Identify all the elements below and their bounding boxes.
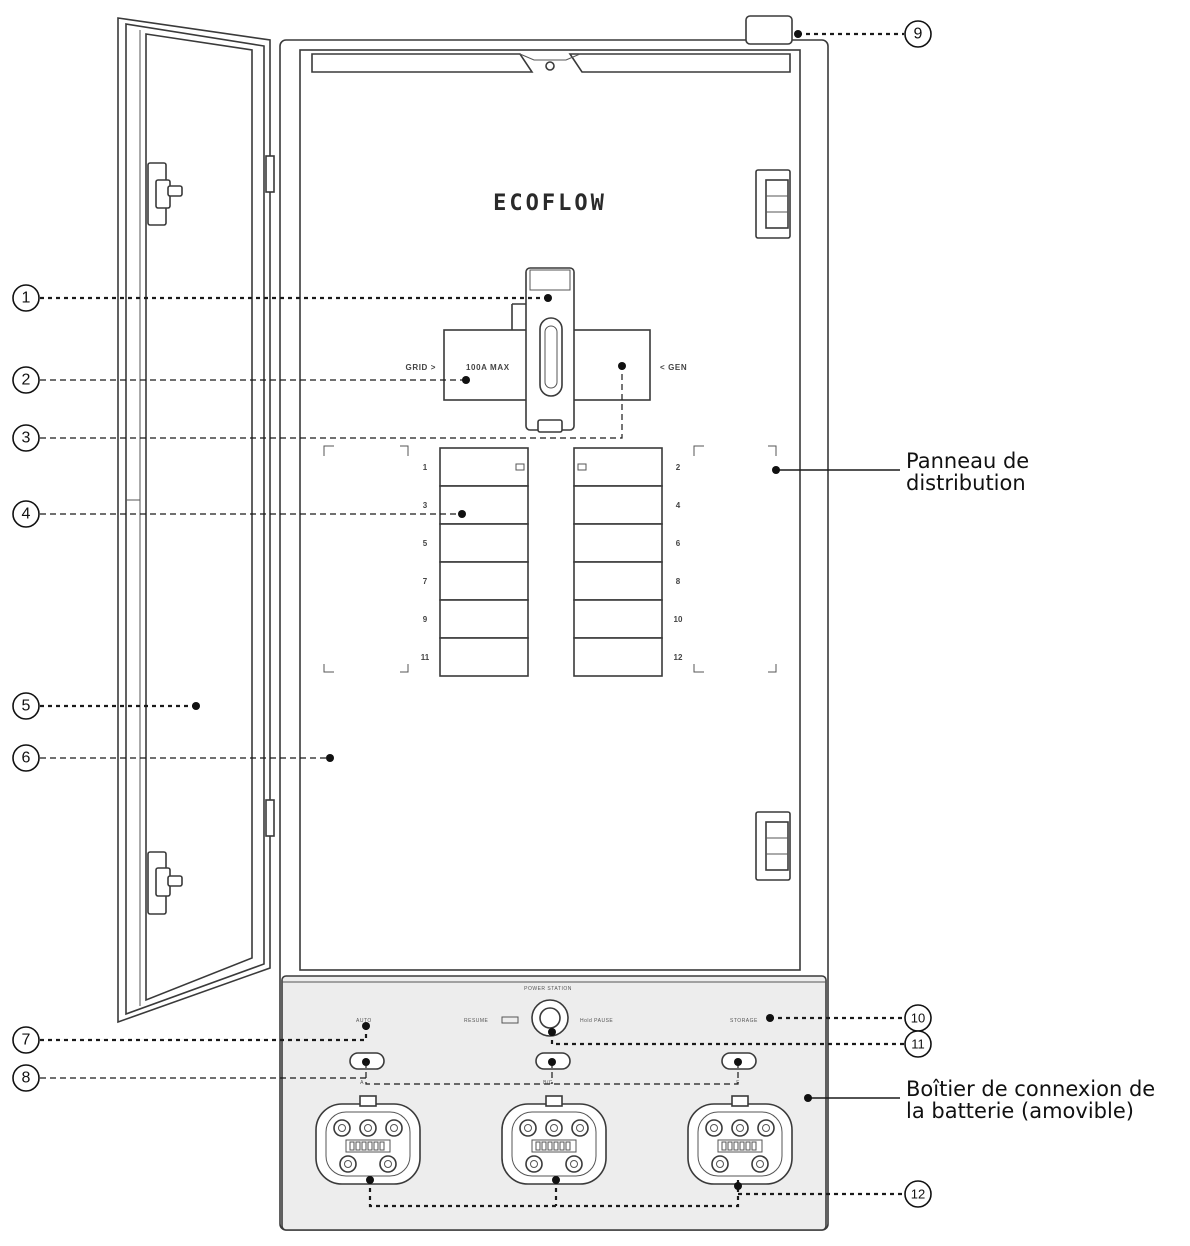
- distribution-panel-label-line1: Panneau de: [906, 449, 1029, 473]
- transfer-switch: GRID > 100A MAX < GEN: [406, 267, 687, 433]
- battery-connector-1[interactable]: [315, 1095, 421, 1185]
- door-latch-top: [147, 162, 183, 226]
- breaker-slot-9[interactable]: [439, 599, 529, 639]
- door-hinge-bottom: [265, 799, 275, 837]
- breaker-number-2: 2: [676, 463, 681, 472]
- callout-12: 12: [904, 1180, 932, 1208]
- distribution-panel-label-line2: distribution: [906, 471, 1026, 495]
- breaker-slot-7[interactable]: [439, 561, 529, 601]
- battery-box-label-line2: la batterie (amovible): [906, 1099, 1134, 1123]
- battery-connectors: [315, 1095, 793, 1185]
- breaker-number-11: 11: [421, 653, 430, 662]
- breaker-number-9: 9: [423, 615, 428, 624]
- door-hinge-top: [265, 155, 275, 193]
- battery-connector-3[interactable]: [687, 1095, 793, 1185]
- callout-1: 1: [12, 284, 40, 312]
- battery-connector-2[interactable]: [501, 1095, 607, 1185]
- svg-text:4: 4: [22, 506, 31, 523]
- breaker-number-12: 12: [674, 653, 683, 662]
- breaker-slot-5[interactable]: [439, 523, 529, 563]
- callout-6: 6: [12, 744, 40, 772]
- callout-2: 2: [12, 366, 40, 394]
- svg-text:8: 8: [22, 1070, 31, 1087]
- callout-7: 7: [12, 1026, 40, 1054]
- breaker-slot-12[interactable]: [573, 637, 663, 677]
- breaker-slot-8[interactable]: [573, 561, 663, 601]
- top-cap: [745, 15, 793, 45]
- breaker-number-8: 8: [676, 577, 681, 586]
- callout-4: 4: [12, 500, 40, 528]
- breaker-slot-2[interactable]: [573, 447, 663, 487]
- open-door: [117, 17, 275, 1024]
- breaker-slot-4[interactable]: [573, 485, 663, 525]
- battery-box-label-line1: Boîtier de connexion de: [906, 1077, 1155, 1101]
- breaker-number-5: 5: [423, 539, 428, 548]
- svg-text:11: 11: [911, 1037, 925, 1052]
- power-station-label: POWER STATION: [524, 986, 572, 992]
- port-label-a: A: [360, 1080, 364, 1086]
- breaker-number-1: 1: [423, 463, 428, 472]
- port-label-bc: B/C: [543, 1080, 553, 1086]
- hold-pause-label: Hold PAUSE: [580, 1018, 613, 1024]
- storage-indicator-label: STORAGE: [730, 1018, 758, 1024]
- leader-lines: [40, 30, 904, 1208]
- callout-5: 5: [12, 692, 40, 720]
- breaker-number-7: 7: [423, 577, 428, 586]
- cabinet-latch-top: [755, 169, 791, 239]
- svg-text:3: 3: [22, 430, 31, 447]
- auto-indicator-label: AUTO: [356, 1018, 372, 1024]
- breaker-slot-11[interactable]: [439, 637, 529, 677]
- svg-text:12: 12: [911, 1187, 925, 1202]
- gen-label: < GEN: [660, 363, 687, 372]
- breaker-number-4: 4: [676, 501, 681, 510]
- svg-text:9: 9: [914, 26, 923, 43]
- cabinet: ECOFLOW GRID > 100A MAX < GEN 1 3 5 7 9 11 2 4…: [279, 15, 829, 1231]
- callout-9: 9: [904, 20, 932, 48]
- breaker-column-right: 2 4 6 8 10 12: [573, 447, 683, 677]
- grid-label: GRID >: [406, 363, 437, 372]
- brand-logo: ECOFLOW: [493, 191, 607, 216]
- breaker-indicator-2: [577, 463, 587, 471]
- breaker-slot-3[interactable]: [439, 485, 529, 525]
- svg-text:2: 2: [22, 372, 31, 389]
- svg-text:5: 5: [22, 698, 31, 715]
- power-button[interactable]: [531, 999, 569, 1037]
- breaker-slot-10[interactable]: [573, 599, 663, 639]
- svg-text:10: 10: [911, 1011, 925, 1026]
- callout-numbers: 1 2 3 4 5 6 7 8 9 10 11 12: [12, 20, 932, 1208]
- breaker-column-left: 1 3 5 7 9 11: [421, 447, 529, 677]
- breaker-slot-6[interactable]: [573, 523, 663, 563]
- svg-text:1: 1: [22, 290, 31, 307]
- breaker-slot-1[interactable]: [439, 447, 529, 487]
- cabinet-latch-bottom: [755, 811, 791, 881]
- max-rating-label: 100A MAX: [466, 363, 510, 372]
- breaker-number-6: 6: [676, 539, 681, 548]
- callout-3: 3: [12, 424, 40, 452]
- resume-label: RESUME: [464, 1018, 489, 1024]
- svg-text:6: 6: [22, 750, 31, 767]
- callout-8: 8: [12, 1064, 40, 1092]
- breaker-indicator-1: [515, 463, 525, 471]
- door-latch-bottom: [147, 851, 183, 915]
- breaker-number-3: 3: [423, 501, 428, 510]
- callout-11: 11: [904, 1030, 932, 1058]
- breaker-number-10: 10: [674, 615, 683, 624]
- battery-connection-box: POWER STATION RESUME Hold PAUSE AUTO STO…: [281, 975, 827, 1231]
- svg-text:7: 7: [22, 1032, 31, 1049]
- callout-10: 10: [904, 1004, 932, 1032]
